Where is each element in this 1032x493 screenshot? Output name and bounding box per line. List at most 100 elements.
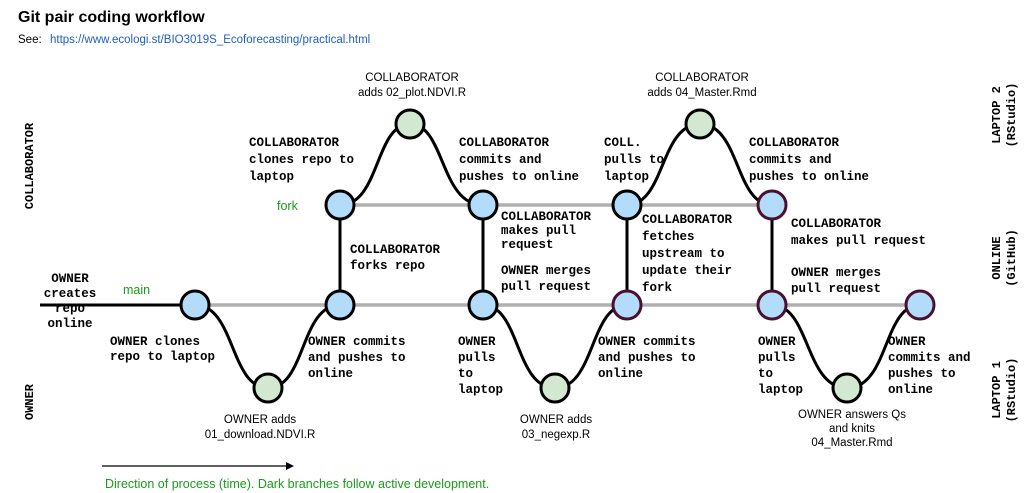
step-label-line: adds 04_Master.Rmd xyxy=(647,87,756,99)
step-label-line: COLL. xyxy=(604,136,642,150)
step-label-line: online xyxy=(47,317,92,331)
step-label-line: COLLABORATOR xyxy=(655,72,749,84)
svg-text:(GitHub): (GitHub) xyxy=(1005,229,1019,287)
step-owner-answers-qs: OWNER answers Qs and knits 04_Master.Rmd xyxy=(798,409,906,449)
step-label-line: repo xyxy=(55,302,85,316)
node-owner-commits-3 xyxy=(904,289,936,321)
svg-text:(RStudio): (RStudio) xyxy=(1005,83,1019,148)
step-label-line: OWNER answers Qs xyxy=(798,409,906,421)
step-collab-adds-04: COLLABORATOR adds 04_Master.Rmd xyxy=(647,72,756,99)
node-owner-adds-03 xyxy=(539,372,571,404)
step-label-line: OWNER adds xyxy=(520,414,592,426)
node-owner-merges-2 xyxy=(756,289,788,321)
page-title: Git pair coding workflow xyxy=(18,9,205,26)
node-collab-adds-02 xyxy=(394,108,426,140)
node-owner-commits-1 xyxy=(324,289,356,321)
step-label-line: laptop xyxy=(458,383,503,397)
step-label-line: commits and xyxy=(459,153,542,167)
step-owner-adds-03: OWNER adds 03_negexp.R xyxy=(520,414,592,441)
step-label-line: pushes to online xyxy=(749,170,869,184)
step-label-line: pull request xyxy=(791,282,881,296)
step-label-line: COLLABORATOR xyxy=(791,217,882,231)
step-label-line: forks repo xyxy=(350,259,425,273)
step-label-line: fetches xyxy=(642,230,695,244)
step-collab-adds-02: COLLABORATOR adds 02_plot.NDVI.R xyxy=(358,72,466,99)
step-label-line: COLLABORATOR xyxy=(749,136,840,150)
fork-branch-label: fork xyxy=(277,199,299,213)
step-label-line: to xyxy=(758,367,773,381)
step-label-line: upstream to xyxy=(642,247,725,261)
see-label: See: xyxy=(18,34,42,46)
step-label-line: 04_Master.Rmd xyxy=(811,437,892,449)
step-label-line: OWNER adds xyxy=(224,414,296,426)
step-label-line: online xyxy=(598,367,643,381)
collaborator-side-label: COLLABORATOR xyxy=(23,122,37,209)
step-label-line: COLLABORATOR xyxy=(459,136,550,150)
step-owner-merges-1: OWNER merges pull request xyxy=(501,264,591,294)
step-label-line: COLLABORATOR xyxy=(501,210,592,224)
node-collab-commits-2 xyxy=(756,189,788,221)
step-owner-commits-3: OWNER commits and pushes to online xyxy=(888,335,971,397)
step-label-line: makes pull xyxy=(501,224,576,238)
step-label-line: laptop xyxy=(758,383,803,397)
node-owner-answers xyxy=(831,372,863,404)
node-owner-clones xyxy=(179,289,211,321)
step-label-line: and pushes to xyxy=(308,351,406,365)
step-label-line: creates xyxy=(44,287,97,301)
arrowhead-icon xyxy=(286,462,294,470)
step-label-line: COLLABORATOR xyxy=(642,213,733,227)
step-label-line: OWNER xyxy=(888,335,926,349)
step-label-line: OWNER xyxy=(458,335,496,349)
step-label-line: to xyxy=(458,367,473,381)
step-label-line: pulls xyxy=(758,351,796,365)
step-owner-pulls-2: OWNER pulls to laptop xyxy=(758,335,803,397)
main-branch-label: main xyxy=(123,283,150,297)
online-label: ONLINE (GitHub) xyxy=(990,229,1019,287)
step-collab-commits-2: COLLABORATOR commits and pushes to online xyxy=(749,136,869,184)
step-label-line: OWNER merges xyxy=(791,266,881,280)
step-label-line: clones repo to xyxy=(249,153,354,167)
node-owner-commits-2 xyxy=(611,289,643,321)
step-label-line: and knits xyxy=(829,423,875,435)
laptop1-label: LAPTOP 1 (RStudio) xyxy=(990,358,1019,423)
node-owner-merges-1 xyxy=(467,289,499,321)
step-label-line: OWNER commits xyxy=(598,335,696,349)
step-label-line: OWNER xyxy=(758,335,796,349)
svg-text:ONLINE: ONLINE xyxy=(990,236,1004,279)
node-collab-adds-04 xyxy=(684,108,716,140)
step-label-line: OWNER clones xyxy=(110,335,200,349)
svg-text:LAPTOP 1: LAPTOP 1 xyxy=(990,361,1004,419)
owner-side-label: OWNER xyxy=(23,383,37,420)
step-label-line: pull request xyxy=(501,280,591,294)
step-label-line: pushes to xyxy=(888,367,956,381)
practical-link[interactable]: https://www.ecologi.st/BIO3019S_Ecoforec… xyxy=(50,34,370,46)
step-label-line: online xyxy=(888,383,933,397)
step-label-line: commits and xyxy=(888,351,971,365)
step-label-line: update their xyxy=(642,264,732,278)
step-label-line: pushes to online xyxy=(459,170,579,184)
step-label-line: makes pull request xyxy=(791,234,926,248)
step-label-line: laptop xyxy=(604,170,649,184)
node-collab-fork xyxy=(324,189,356,221)
step-label-line: OWNER merges xyxy=(501,264,591,278)
step-label-line: COLLABORATOR xyxy=(365,72,459,84)
step-label-line: commits and xyxy=(749,153,832,167)
node-coll-pulls xyxy=(611,189,643,221)
step-label-line: adds 02_plot.NDVI.R xyxy=(358,87,466,99)
node-collab-commits-1 xyxy=(467,189,499,221)
step-label-line: repo to laptop xyxy=(110,350,215,364)
step-label-line: 03_negexp.R xyxy=(522,429,590,441)
step-label-line: fork xyxy=(642,281,673,295)
step-label-line: OWNER xyxy=(51,272,89,286)
